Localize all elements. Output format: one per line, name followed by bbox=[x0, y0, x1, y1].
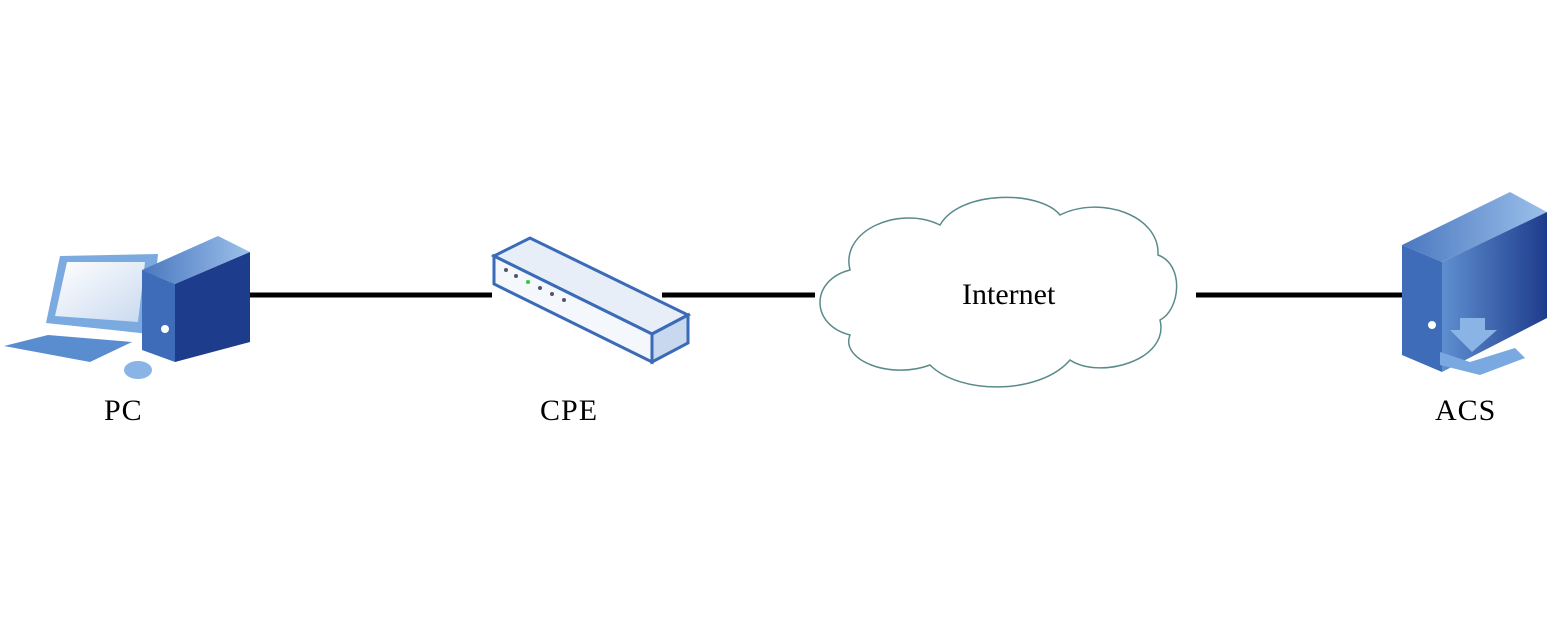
pc-icon bbox=[4, 236, 250, 379]
cpe-label: CPE bbox=[540, 394, 599, 427]
acs-server-icon bbox=[1402, 192, 1547, 375]
internet-cloud-icon bbox=[819, 196, 1178, 388]
cpe-icon bbox=[490, 236, 692, 365]
pc-label: PC bbox=[104, 394, 143, 427]
internet-label: Internet bbox=[962, 278, 1056, 311]
acs-label: ACS bbox=[1435, 394, 1497, 427]
